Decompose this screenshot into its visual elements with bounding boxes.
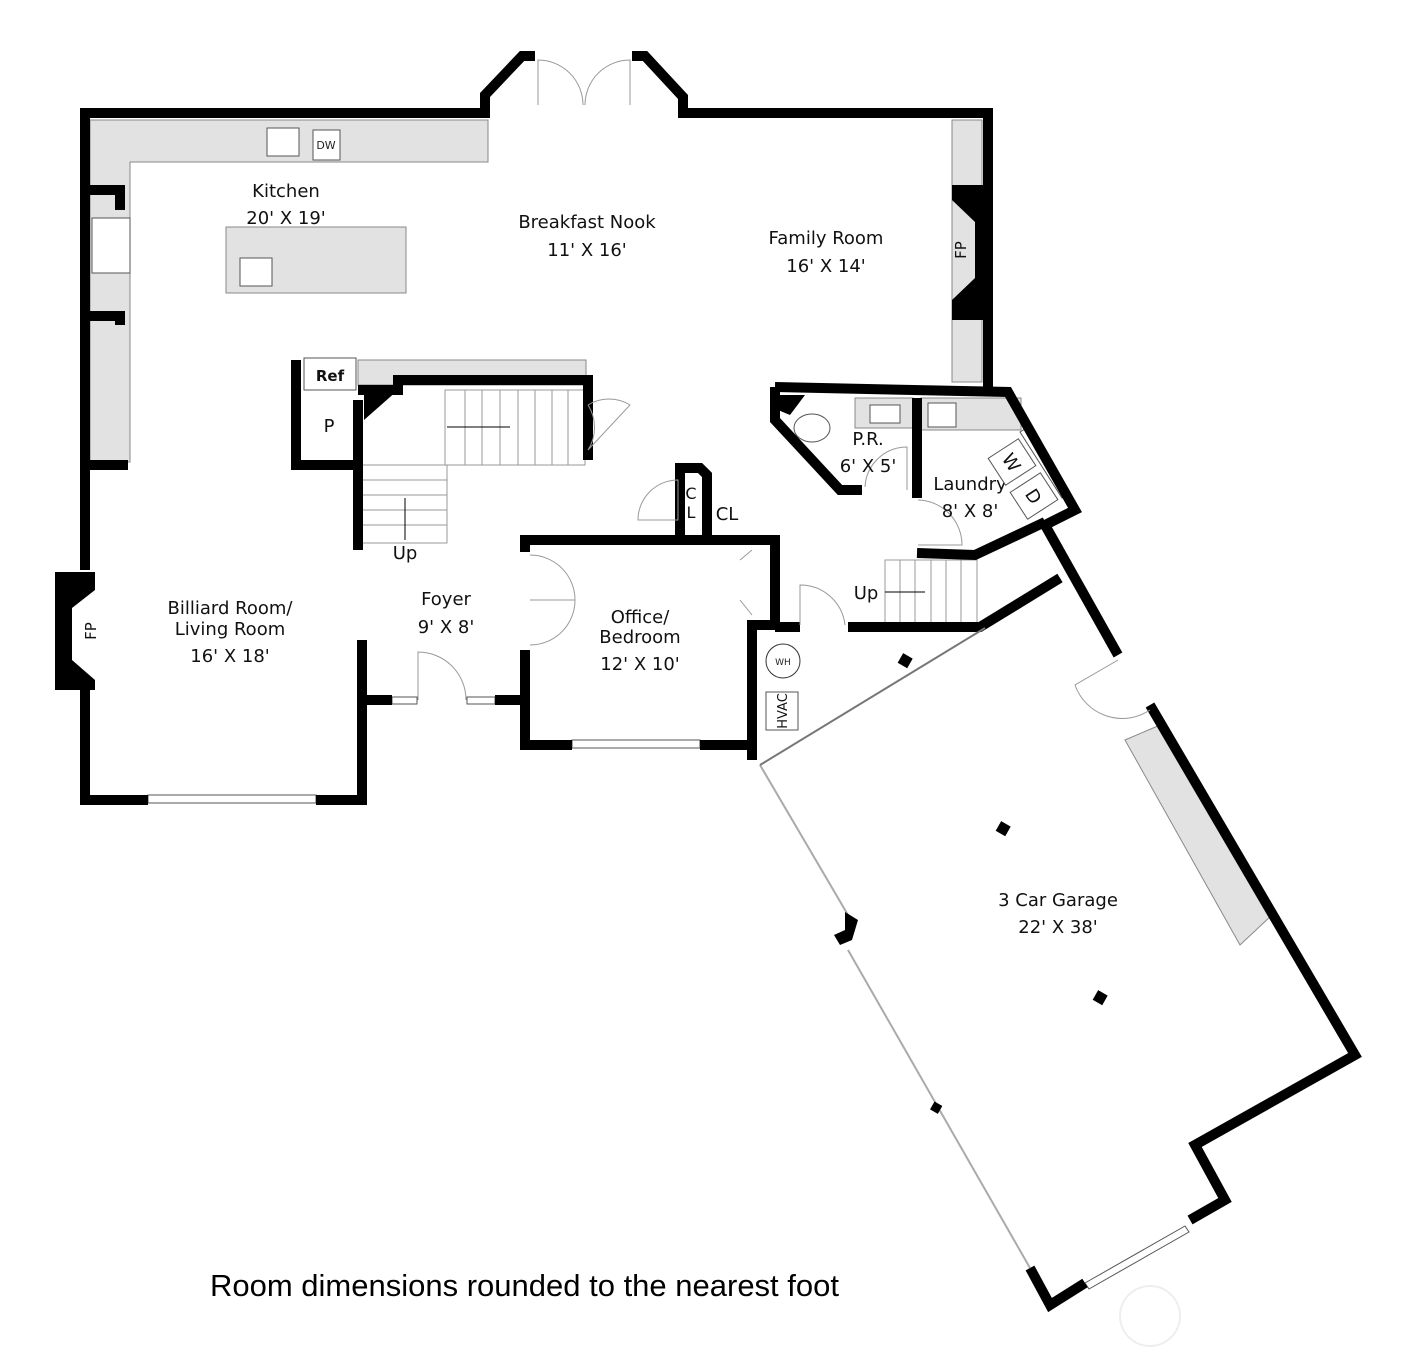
garage-doors [759,627,1108,1269]
stairs-up-label: Up [393,543,418,564]
watermark-logo [1119,1285,1181,1347]
toilet-icon [793,413,831,443]
svg-text:9' X 8': 9' X 8' [418,617,475,638]
svg-text:Breakfast Nook: Breakfast Nook [518,212,656,233]
closet-label-c: C [685,484,696,503]
svg-text:Bedroom: Bedroom [599,627,680,648]
refrigerator-label: Ref [316,367,345,385]
water-heater-icon [765,643,801,679]
svg-text:Living Room: Living Room [175,619,286,640]
doors [417,59,1151,719]
dimensions-note: Room dimensions rounded to the nearest f… [210,1268,839,1303]
svg-text:11' X 16': 11' X 16' [547,240,626,261]
dryer: D [1009,472,1059,520]
svg-text:Laundry: Laundry [933,474,1007,495]
dishwasher [312,129,341,161]
room-label-powder-room: P.R. 6' X 5' [840,429,897,477]
svg-text:8' X 8': 8' X 8' [942,501,999,522]
garage-stairs-up-label: Up [854,583,879,604]
dishwasher-label: DW [316,139,335,152]
room-label-kitchen: Kitchen 20' X 19' [246,181,325,229]
washer: W [987,438,1037,486]
fireplace-left [55,572,95,690]
cooktop-icon [91,217,131,274]
hvac-label: HVAC [776,693,791,729]
pantry-label: P [324,416,335,437]
svg-text:Foyer: Foyer [421,589,471,610]
fireplace-label-left: FP [82,622,100,640]
svg-text:Kitchen: Kitchen [252,181,320,202]
svg-text:P.R.: P.R. [852,429,883,450]
svg-text:20' X 19': 20' X 19' [246,208,325,229]
svg-text:22' X 38': 22' X 38' [1018,917,1097,938]
hvac-unit [765,691,799,731]
room-label-breakfast-nook: Breakfast Nook 11' X 16' [518,212,656,261]
fireplace-label-right: FP [952,241,970,259]
room-label-foyer: Foyer 9' X 8' [418,589,475,638]
pr-sink-icon [869,404,901,424]
svg-text:Billiard Room/: Billiard Room/ [168,598,294,619]
room-label-laundry: Laundry 8' X 8' [933,474,1007,522]
room-label-garage: 3 Car Garage 22' X 38' [998,890,1118,938]
refrigerator [303,357,357,391]
closet-label-l: L [687,503,696,522]
svg-text:12' X 10': 12' X 10' [600,654,679,675]
walls [55,51,1362,1313]
closet-label: CL [716,504,739,525]
room-label-family-room: Family Room 16' X 14' [769,228,884,277]
svg-text:Office/: Office/ [611,607,671,628]
svg-text:16' X 14': 16' X 14' [786,256,865,277]
stairs [361,389,978,626]
water-heater-label: WH [775,658,791,668]
svg-text:3 Car Garage: 3 Car Garage [998,890,1118,911]
fireplace-right [952,185,985,320]
svg-text:Family Room: Family Room [769,228,884,249]
room-label-living-room: Billiard Room/ Living Room 16' X 18' [168,598,294,667]
island-sink-icon [239,257,273,287]
laundry-sink-icon [927,402,957,428]
kitchen-sink-icon [266,127,300,157]
svg-text:6' X 5': 6' X 5' [840,456,897,477]
svg-text:16' X 18': 16' X 18' [190,646,269,667]
room-label-office: Office/ Bedroom 12' X 10' [599,607,680,675]
